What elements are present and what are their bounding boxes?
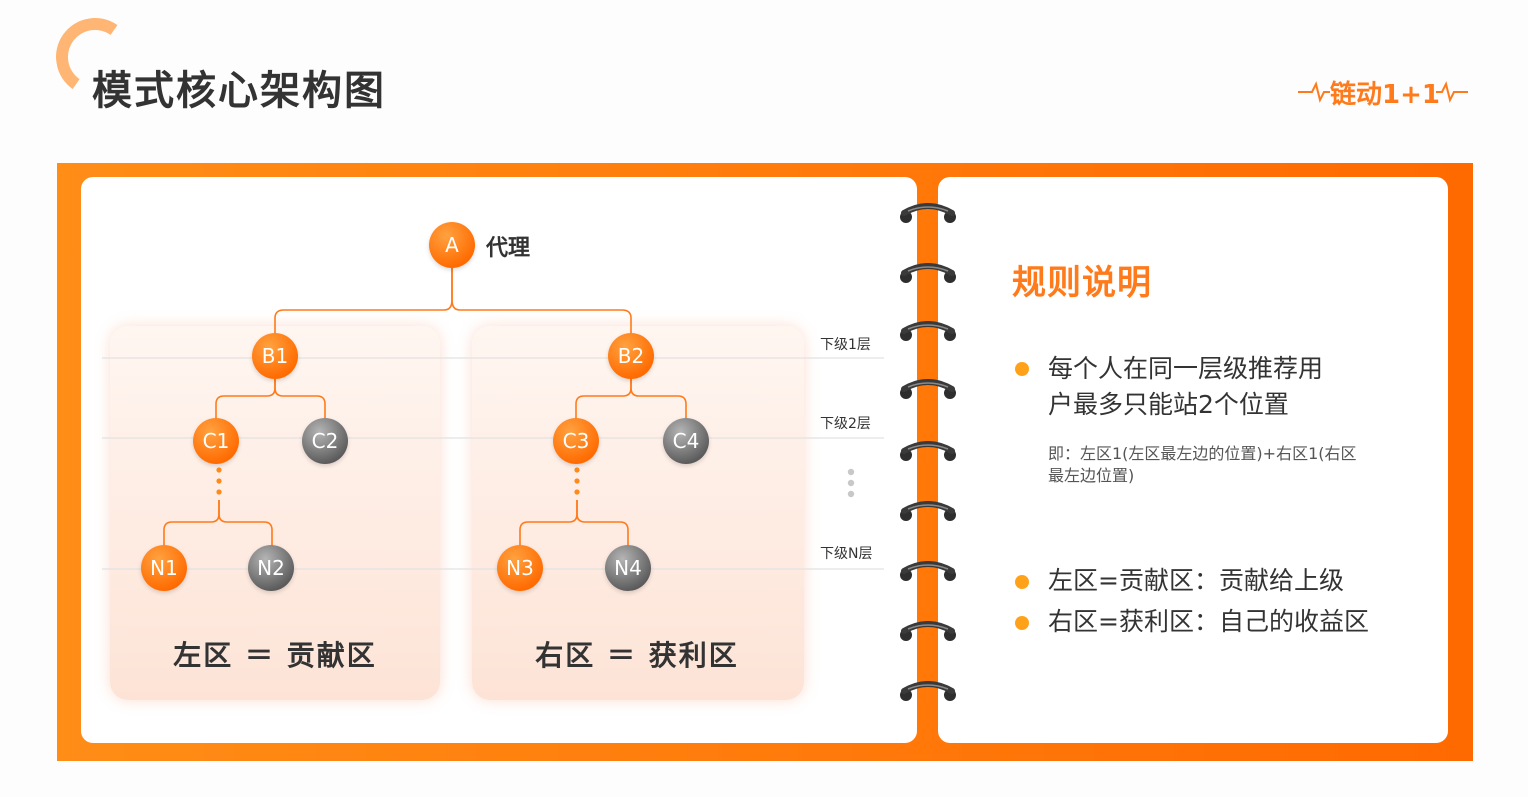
level-1-label: 下级1层 (820, 337, 871, 353)
binder-ring-icon (898, 621, 958, 647)
binder-ring-icon (898, 203, 958, 229)
agent-label: 代理 (486, 236, 531, 261)
node-b2: B2 (608, 333, 654, 379)
connector-c1-n2 (218, 500, 273, 546)
binder-ring-icon (898, 501, 958, 527)
node-n2: N2 (248, 545, 294, 591)
binder-ring-icon (898, 561, 958, 587)
binder-ring-icon (898, 681, 958, 707)
heartbeat-icon (1298, 81, 1468, 103)
ellipsis-dot (574, 478, 580, 484)
binder-ring-icon (898, 441, 958, 467)
connector-c3-n4 (576, 500, 629, 546)
bullet-dot (1015, 575, 1029, 589)
node-n3: N3 (497, 545, 543, 591)
rule-item-3: 右区=获利区：自己的收益区 (1048, 607, 1369, 636)
binder-ring-icon (898, 321, 958, 347)
ellipsis-dot (216, 489, 222, 495)
node-b1: B1 (252, 333, 298, 379)
connector-a-b1 (274, 266, 453, 334)
ellipsis-dot (574, 467, 580, 473)
bullet-dot (1015, 362, 1029, 376)
level-ellipsis-dot (847, 468, 855, 476)
ellipsis-dot (216, 478, 222, 484)
connector-b2-c3 (575, 378, 632, 418)
node-c4: C4 (663, 418, 709, 464)
ellipsis-dot (216, 467, 222, 473)
level-ellipsis-dot (847, 479, 855, 487)
connector-b2-c4 (630, 378, 687, 418)
connector-b1-c1 (215, 378, 276, 418)
rules-panel (938, 177, 1448, 743)
rule-item-1-line2: 户最多只能站2个位置 (1048, 390, 1289, 419)
brand-logo: 链动1+1 (1298, 72, 1468, 112)
binder-ring-icon (898, 263, 958, 289)
node-c2: C2 (302, 418, 348, 464)
right-zone (472, 326, 804, 700)
page-title: 模式核心架构图 (92, 68, 386, 114)
node-n1: N1 (141, 545, 187, 591)
rule-item-1: 每个人在同一层级推荐用 户最多只能站2个位置 (1048, 351, 1323, 423)
connector-c1-n1 (163, 500, 220, 546)
connector-b1-c2 (274, 378, 326, 418)
left-zone-label: 左区 ＝ 贡献区 (173, 639, 377, 672)
rules-title: 规则说明 (1012, 263, 1152, 303)
node-n4: N4 (605, 545, 651, 591)
ellipsis-dot (574, 489, 580, 495)
right-zone-label: 右区 ＝ 获利区 (535, 639, 739, 672)
binder-ring-icon (898, 379, 958, 405)
connector-a-b2 (451, 266, 632, 334)
node-c1: C1 (193, 418, 239, 464)
level-ellipsis-dot (847, 490, 855, 498)
connector-c3-n3 (519, 500, 578, 546)
node-c3: C3 (553, 418, 599, 464)
bullet-dot (1015, 616, 1029, 630)
rule-item-2: 左区=贡献区：贡献给上级 (1048, 566, 1344, 595)
level-2-label: 下级2层 (820, 416, 871, 432)
rule-item-1-line1: 每个人在同一层级推荐用 (1048, 354, 1324, 383)
level-n-label: 下级N层 (820, 546, 873, 562)
brand-name: 链动1+1 (1330, 80, 1440, 110)
node-a: A (429, 222, 475, 268)
rule-note: 即：左区1(左区最左边的位置)+右区1(右区最左边位置) (1048, 444, 1357, 485)
